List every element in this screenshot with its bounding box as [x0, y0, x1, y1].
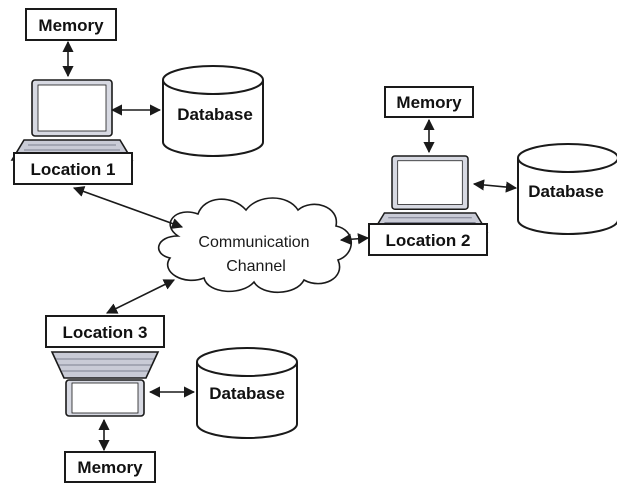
- location-3-box: Location 3: [45, 315, 165, 348]
- location-3-group: Location 3 Database Memory: [45, 315, 298, 483]
- location-3-database-icon: Database: [196, 347, 298, 439]
- cloud-icon: [158, 197, 353, 293]
- channel-label-line-1: Communication: [198, 234, 309, 251]
- channel-label-line-2: Channel: [226, 258, 286, 275]
- location-3-memory-box: Memory: [64, 451, 156, 483]
- location-3-database-label: Database: [209, 384, 285, 403]
- location-1-group: Memory Database Location 1: [11, 8, 264, 185]
- location-1-label: Location 1: [30, 160, 115, 179]
- double-arrow-icon: [339, 233, 370, 245]
- location-1-box: Location 1: [13, 152, 133, 185]
- communication-channel: Communication Channel: [158, 197, 353, 293]
- location-2-database-label: Database: [528, 182, 604, 201]
- location-2-memory-box: Memory: [384, 86, 474, 118]
- location-2-label: Location 2: [385, 231, 470, 250]
- location-3-label: Location 3: [62, 323, 147, 342]
- location-1-memory-box: Memory: [25, 8, 117, 41]
- location-1-memory-label: Memory: [38, 16, 104, 35]
- laptop-icon: [372, 155, 488, 233]
- location-2-box: Location 2: [368, 223, 488, 256]
- double-arrow-icon: [105, 279, 176, 314]
- double-arrow-icon: [72, 186, 184, 229]
- location-1-database-label: Database: [177, 105, 253, 124]
- location-2-database-icon: Database: [517, 143, 617, 235]
- laptop-icon: [11, 79, 133, 161]
- location-3-memory-label: Memory: [77, 458, 143, 477]
- double-arrow-icon: [472, 179, 518, 193]
- location-2-memory-label: Memory: [396, 93, 462, 112]
- location-2-group: Memory Database Location 2: [368, 86, 617, 256]
- location-1-database-icon: Database: [162, 65, 264, 157]
- laptop-icon: [50, 351, 160, 417]
